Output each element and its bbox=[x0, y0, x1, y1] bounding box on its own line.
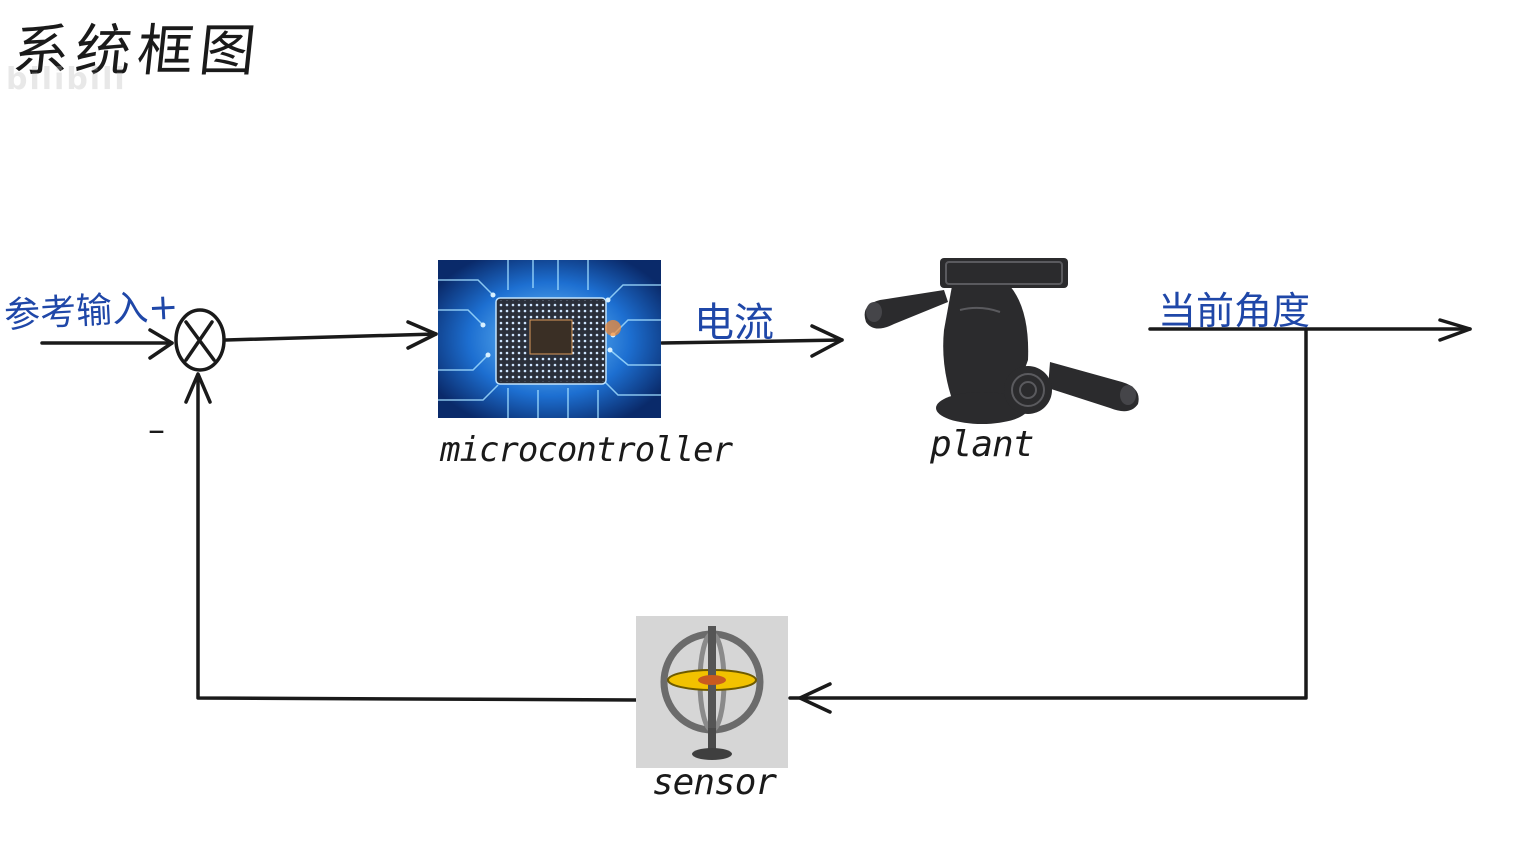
summing-junction-cross bbox=[184, 320, 216, 362]
feedback-line-left bbox=[196, 374, 638, 702]
summing-junction bbox=[174, 308, 226, 372]
feedback-arrowhead-junction bbox=[184, 372, 212, 404]
microcontroller-label: microcontroller bbox=[440, 430, 733, 470]
error-signal-arrowhead bbox=[406, 320, 438, 350]
current-arrow bbox=[660, 338, 844, 345]
sensor-image bbox=[636, 616, 788, 768]
bilibili-watermark: bilibili bbox=[6, 62, 127, 97]
current-angle-label: 当前角度 bbox=[1158, 289, 1311, 333]
sensor-label: sensor bbox=[652, 762, 777, 803]
feedback-line-right bbox=[788, 327, 1308, 700]
plant-image bbox=[860, 250, 1150, 430]
minus-sign: – bbox=[148, 410, 165, 450]
reference-input-label: 参考输入+ bbox=[3, 286, 180, 337]
plant-label: plant bbox=[930, 424, 1034, 465]
output-angle-arrowhead bbox=[1438, 318, 1472, 342]
feedback-arrowhead-sensor bbox=[798, 682, 832, 714]
current-arrowhead bbox=[810, 324, 844, 358]
current-label: 电流 bbox=[694, 300, 774, 346]
reference-input-arrowhead bbox=[148, 328, 174, 360]
microcontroller-image bbox=[438, 260, 661, 418]
error-signal-arrow bbox=[224, 332, 438, 342]
